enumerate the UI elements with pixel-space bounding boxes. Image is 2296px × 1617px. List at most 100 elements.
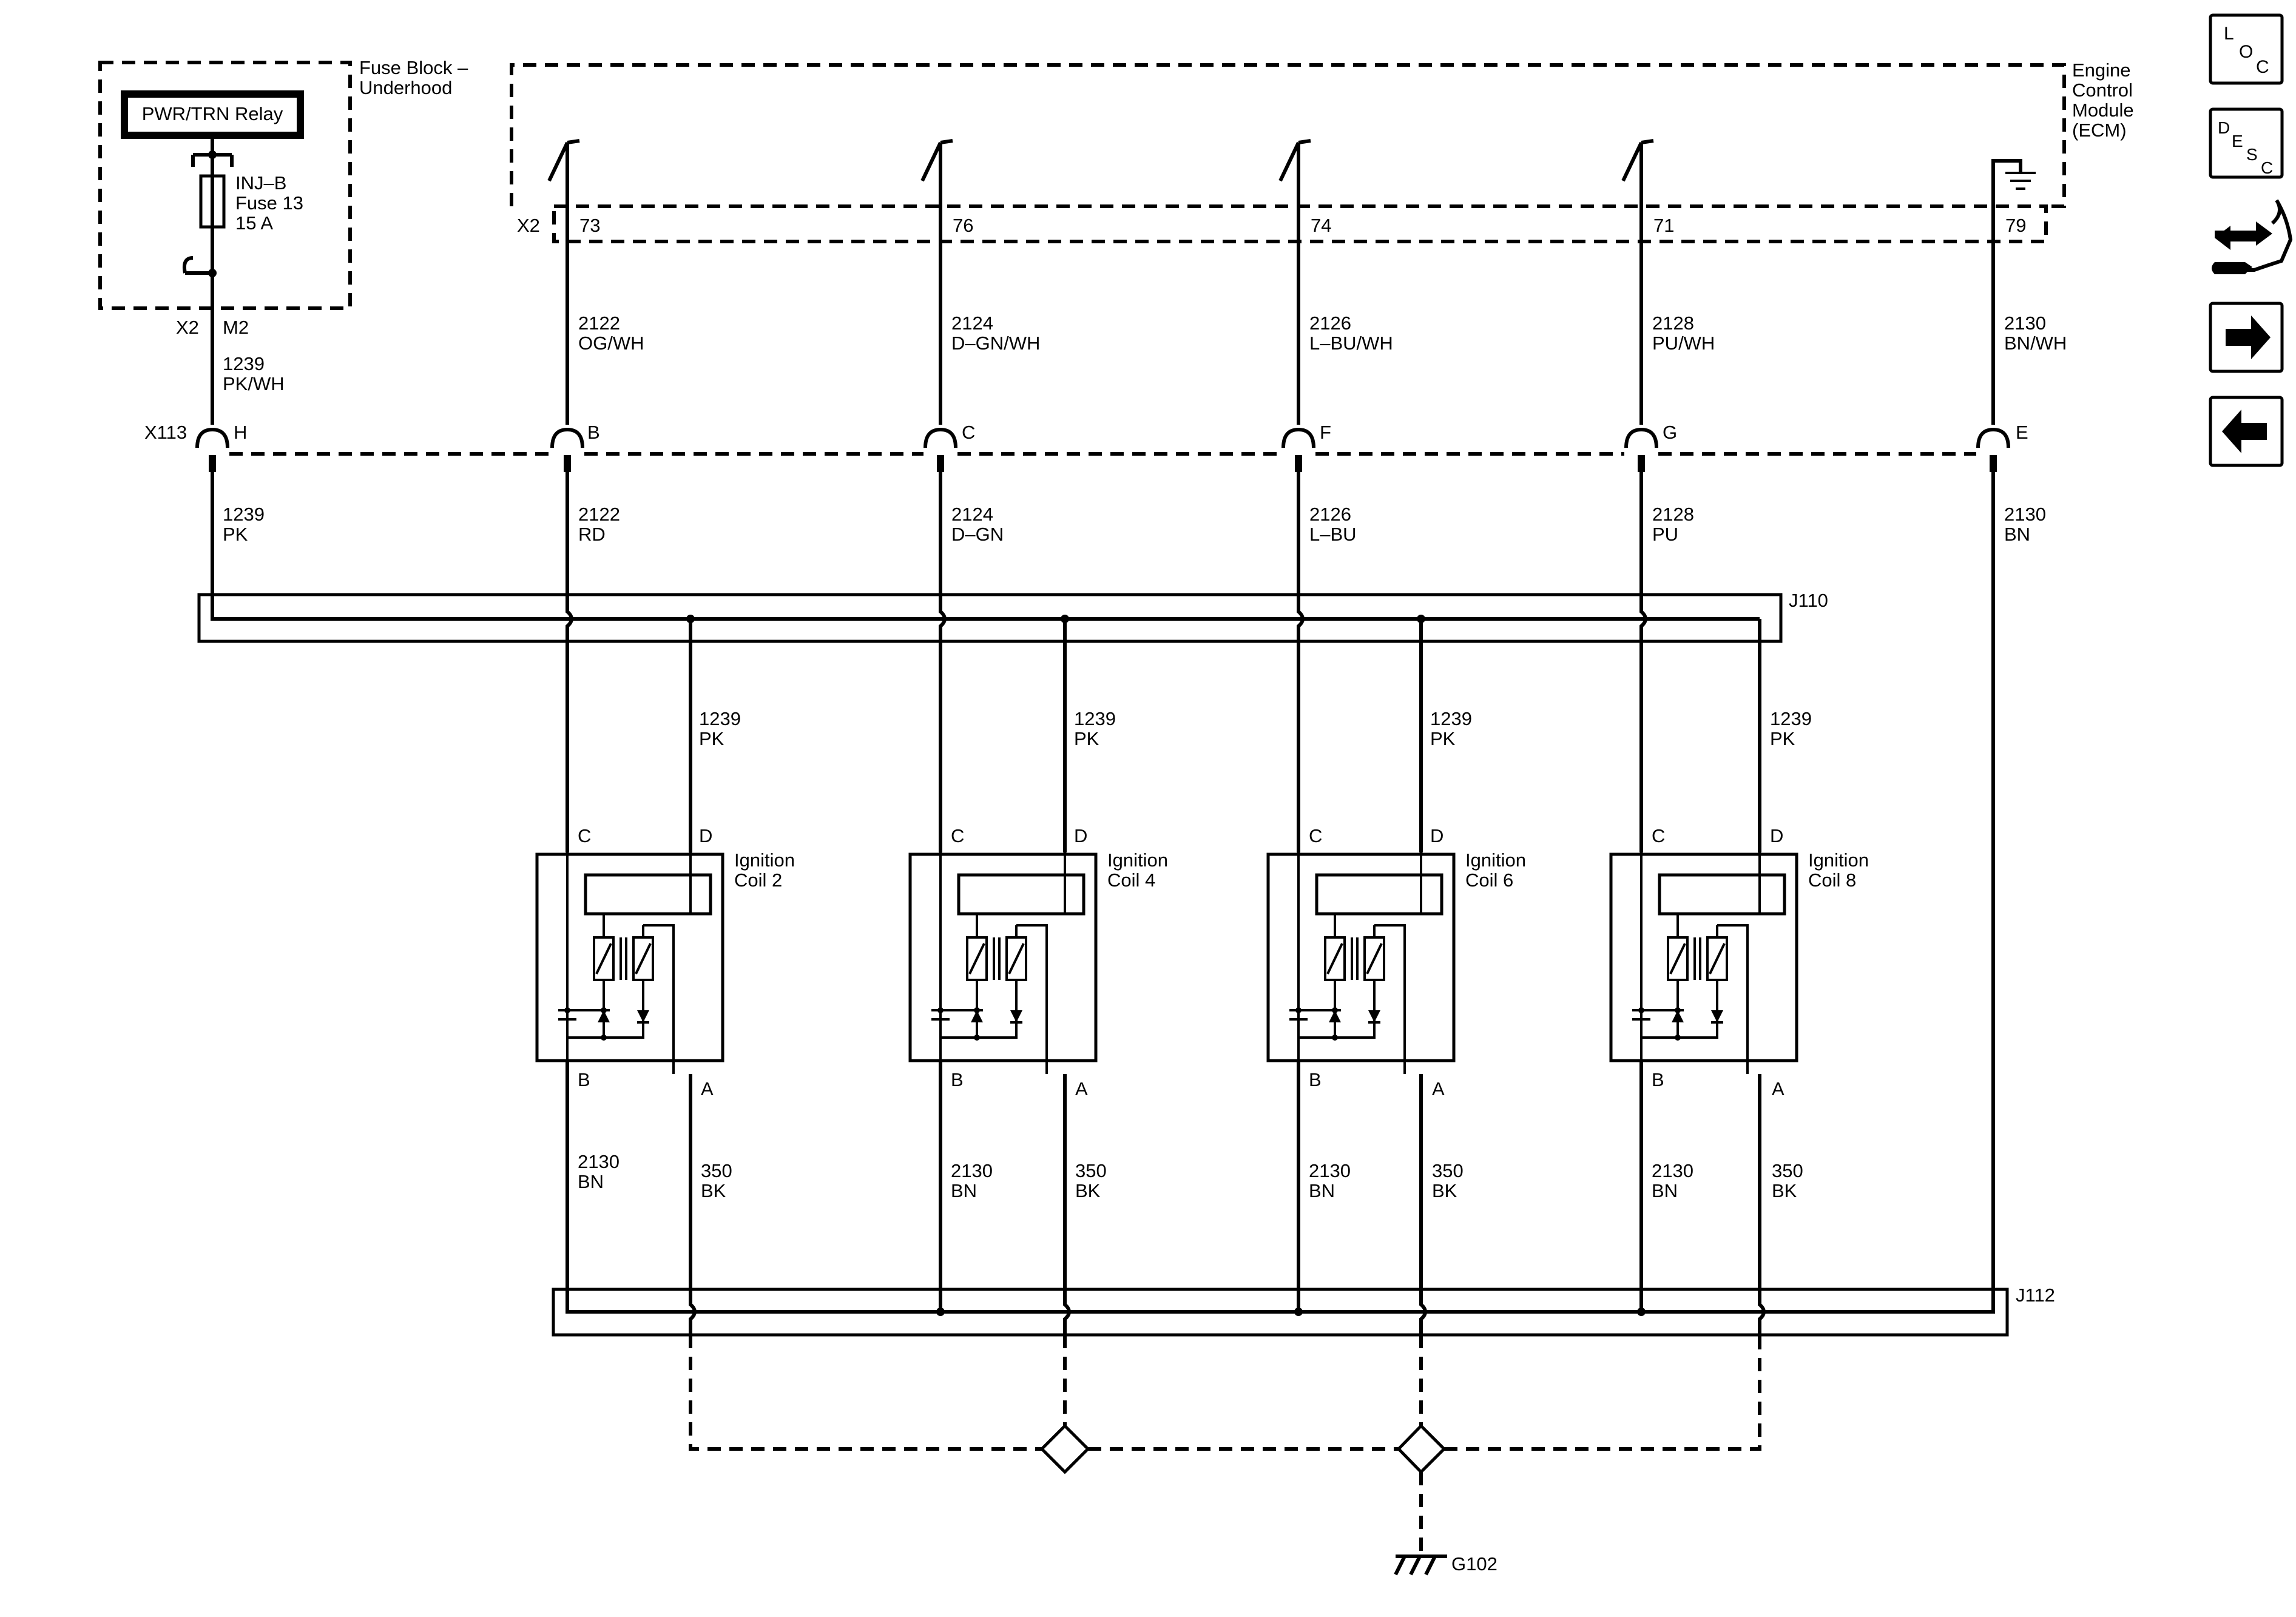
arrow-right-icon[interactable]	[2209, 302, 2284, 373]
wire-label-circuit: 2126	[1309, 312, 1351, 334]
coil-pin-b: B	[1309, 1069, 1322, 1090]
x113-label: X113	[144, 422, 187, 443]
x113-pin-h: H	[234, 422, 247, 443]
splice-diamond	[1039, 1423, 1090, 1474]
j110-splice-pack: J110	[197, 590, 1828, 852]
fuse-block-title-line2: Underhood	[359, 77, 452, 98]
wire-label-color: RD	[578, 524, 606, 545]
coil-pin-c: C	[578, 825, 591, 846]
lower-wire-runs	[211, 472, 1995, 1262]
coil-pin-b: B	[1652, 1069, 1664, 1090]
ecm-pin-76: 76	[953, 215, 973, 236]
coil-a-circuit: 350	[701, 1160, 732, 1181]
ecm-pin-79: 79	[2005, 215, 2026, 236]
connector-tool-icon[interactable]	[2212, 199, 2293, 274]
coil-pin-b: B	[578, 1069, 590, 1090]
wire-label-circuit: 2128	[1652, 312, 1694, 334]
j110-label: J110	[1789, 590, 1828, 611]
fuse-block-connector: X2	[176, 317, 199, 338]
ecm-title-line2: Control	[2072, 79, 2133, 101]
upper-wire-labels: 1239 PK/WH 2122 OG/WH 2124 D–GN/WH 2126 …	[223, 312, 2067, 394]
pwr-trn-relay-box	[121, 90, 304, 139]
wire-label-color: D–GN	[951, 524, 1004, 545]
coil-feed-color: PK	[699, 728, 724, 749]
coil-output-wires	[566, 1061, 1995, 1335]
coil-pin-d: D	[1074, 825, 1087, 846]
coil-a-color: BK	[1772, 1180, 1797, 1201]
coil-pin-d: D	[1430, 825, 1443, 846]
coil-b-circuit: 2130	[578, 1151, 620, 1172]
coil-a-circuit: 350	[1772, 1160, 1803, 1181]
coil-feed-color: PK	[1074, 728, 1099, 749]
coil-a-color: BK	[1075, 1180, 1101, 1201]
x113-pin-c: C	[962, 422, 975, 443]
x113-pin-g: G	[1663, 422, 1677, 443]
fuse-number: Fuse 13	[235, 192, 303, 214]
wire-label-circuit: 2124	[951, 504, 993, 525]
ecm-ground-symbol	[1991, 159, 2036, 243]
ecm-connector: X2	[517, 215, 540, 236]
x113-pin-f: F	[1320, 422, 1331, 443]
coil-pin-a: A	[1432, 1078, 1445, 1099]
wire-label-circuit: 2122	[578, 504, 620, 525]
j112-splice-pack: J112	[552, 1284, 2055, 1337]
coil-number: Coil 8	[1808, 869, 1856, 891]
fuse-block-pin: M2	[223, 317, 249, 338]
coil-a-color: BK	[1432, 1180, 1457, 1201]
ecm-title-line3: Module	[2072, 100, 2134, 121]
desc-button[interactable]: D E S C	[2209, 107, 2284, 179]
wire-label-circuit: 2124	[951, 312, 993, 334]
wire-label-circuit: 1239	[223, 504, 265, 525]
ecm-pin-74: 74	[1311, 215, 1331, 236]
coil-pin-a: A	[1772, 1078, 1784, 1099]
coil-pin-c: C	[1309, 825, 1322, 846]
wire-label-color: L–BU/WH	[1309, 333, 1393, 354]
coil-pin-c: C	[951, 825, 964, 846]
coil-number: Coil 6	[1465, 869, 1513, 891]
coil-feed-circuit: 1239	[699, 708, 741, 729]
coil-a-circuit: 350	[1075, 1160, 1107, 1181]
wire-label-color: PK	[223, 524, 248, 545]
splice-diamond	[1396, 1423, 1447, 1474]
desc-letter: E	[2232, 132, 2243, 150]
ecm-title-line4: (ECM)	[2072, 120, 2127, 141]
coil-pin-d: D	[1770, 825, 1783, 846]
ecm-pin-71: 71	[1653, 215, 1674, 236]
ecm-pin-73: 73	[579, 215, 600, 236]
wire-label-color: OG/WH	[578, 333, 644, 354]
loc-letter: C	[2256, 57, 2269, 77]
arrow-left-icon[interactable]	[2209, 396, 2284, 467]
ecm-driver-switches	[547, 139, 1654, 243]
coil-pin-a: A	[701, 1078, 714, 1099]
coil-name: Ignition	[1465, 849, 1526, 871]
coil-feed-color: PK	[1770, 728, 1795, 749]
wire-label-circuit: 2122	[578, 312, 620, 334]
coil-b-color: BN	[951, 1180, 977, 1201]
x113-pin-b: B	[587, 422, 600, 443]
wire-label-circuit: 2130	[2004, 312, 2046, 334]
coil-name: Ignition	[1808, 849, 1869, 871]
coil-feed-circuit: 1239	[1074, 708, 1116, 729]
coil-a-circuit: 350	[1432, 1160, 1464, 1181]
coil-a-color: BK	[701, 1180, 726, 1201]
wire-label-circuit: 2126	[1309, 504, 1351, 525]
fuse-rating: 15 A	[235, 212, 273, 234]
ignition-coil-6	[1266, 852, 1456, 1074]
coil-labels: Ignition Coil 2 C D B A 1239 PK 2130 BN …	[578, 708, 1869, 1201]
ground-network: G102	[689, 1335, 1761, 1576]
ignition-coil-2	[535, 852, 724, 1074]
wire-label-color: PU/WH	[1652, 333, 1715, 354]
loc-letter: L	[2224, 24, 2234, 44]
ignition-coil-8	[1609, 852, 1798, 1074]
coil-b-circuit: 2130	[1652, 1160, 1693, 1181]
loc-button[interactable]: L O C	[2209, 13, 2284, 85]
coil-b-color: BN	[1309, 1180, 1335, 1201]
wire-label-color: PK/WH	[223, 373, 285, 394]
coil-feed-circuit: 1239	[1770, 708, 1812, 729]
loc-letter: O	[2239, 42, 2253, 62]
lower-wire-labels: 1239 PK 2122 RD 2124 D–GN 2126 L–BU 2128…	[223, 504, 2046, 545]
coil-b-color: BN	[578, 1171, 604, 1192]
coil-name: Ignition	[1107, 849, 1168, 871]
ignition-coil-4	[908, 852, 1098, 1074]
